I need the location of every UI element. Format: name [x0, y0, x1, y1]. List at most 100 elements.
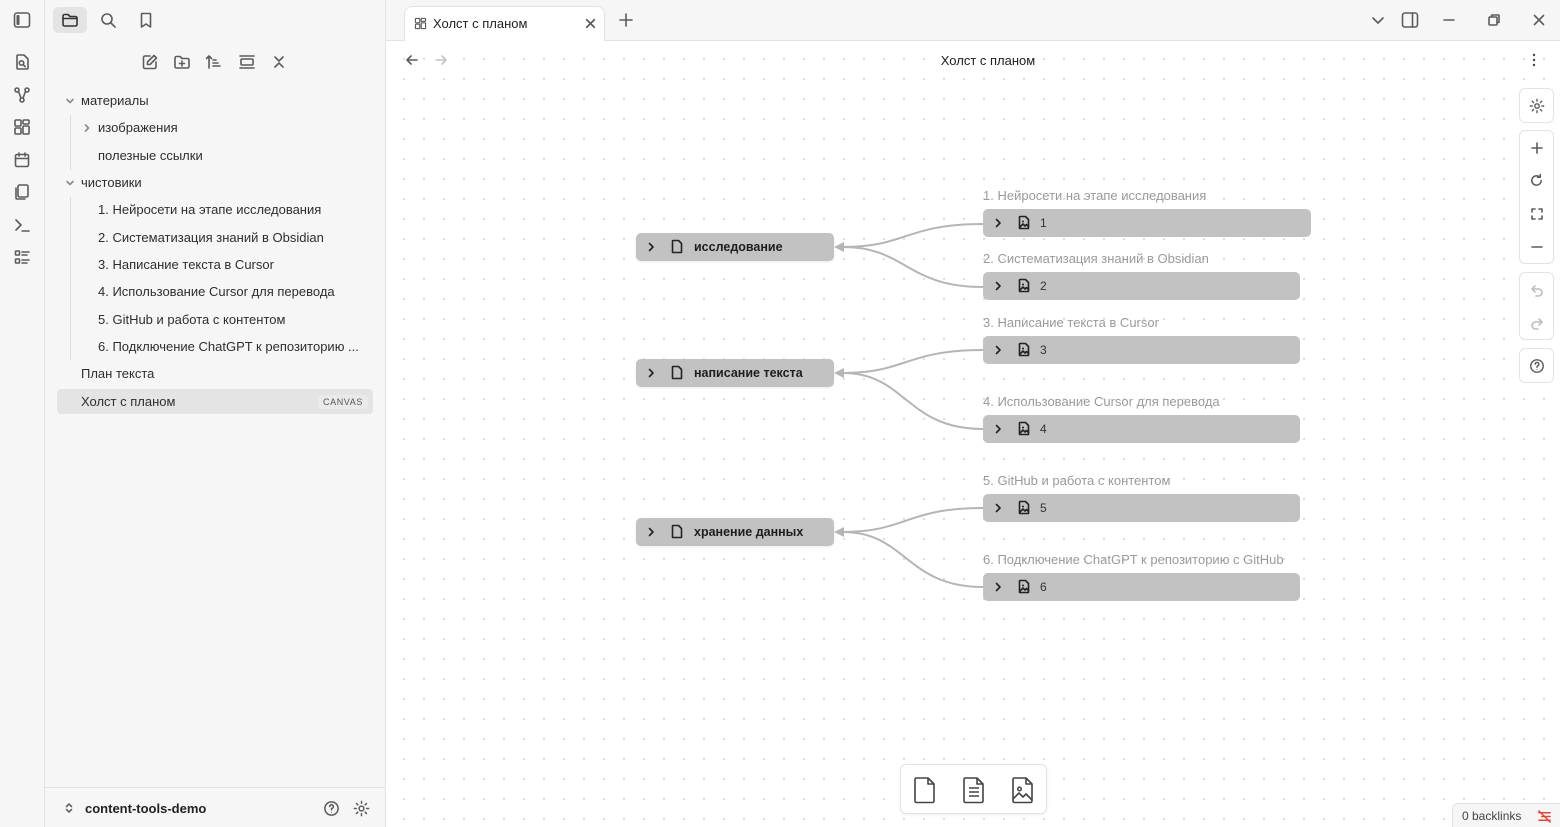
canvas-node-research[interactable]: исследование	[636, 233, 834, 261]
file-useful-links[interactable]: полезные ссылки	[98, 148, 203, 163]
daily-notes-icon[interactable]	[12, 150, 32, 170]
file-item[interactable]: 2. Систематизация знаний в Obsidian	[98, 230, 324, 245]
undo-icon[interactable]	[1520, 273, 1553, 306]
toggle-sidebar-icon[interactable]	[12, 10, 32, 30]
chevron-right-icon[interactable]	[992, 217, 1004, 229]
file-canvas-active[interactable]: Холст с планом CANVAS	[57, 389, 373, 414]
zoom-to-fit-icon[interactable]	[1520, 197, 1553, 230]
tab-list-chevron-icon[interactable]	[1367, 10, 1389, 30]
canvas-icon[interactable]	[12, 117, 32, 137]
file-plan[interactable]: План текста	[81, 366, 155, 381]
edge[interactable]	[842, 531, 984, 588]
file-item[interactable]: 1. Нейросети на этапе исследования	[98, 202, 322, 217]
search-tab-icon[interactable]	[91, 7, 125, 33]
canvas-card-toolbar	[900, 764, 1047, 814]
chevron-right-icon[interactable]	[645, 367, 657, 379]
back-arrow-icon[interactable]	[404, 52, 420, 68]
new-folder-icon[interactable]	[171, 51, 193, 73]
restore-icon[interactable]	[1483, 10, 1505, 30]
image-file-icon	[1018, 421, 1030, 436]
add-card-icon[interactable]	[909, 774, 941, 806]
new-tab-icon[interactable]	[615, 10, 637, 30]
chevron-right-icon[interactable]	[992, 280, 1004, 292]
canvas-file-node-3[interactable]: 3	[983, 336, 1300, 364]
file-node-title: 2. Систематизация знаний в Obsidian	[983, 251, 1209, 266]
folder-materials[interactable]: материалы	[62, 89, 372, 113]
collapse-all-icon[interactable]	[236, 51, 258, 73]
canvas-file-node-5[interactable]: 5	[983, 494, 1300, 522]
chevron-right-icon[interactable]	[645, 241, 657, 253]
add-media-icon[interactable]	[1007, 774, 1039, 806]
canvas-file-node-6[interactable]: 6	[983, 573, 1300, 601]
file-item[interactable]: 6. Подключение ChatGPT к репозиторию ...	[98, 339, 359, 354]
file-node-title: 6. Подключение ChatGPT к репозиторию с G…	[983, 552, 1284, 567]
canvas-node-storage[interactable]: хранение данных	[636, 518, 834, 546]
close-window-icon[interactable]	[1528, 10, 1550, 30]
vault-name[interactable]: content-tools-demo	[85, 801, 207, 816]
indent-guide	[70, 197, 71, 360]
folder-label: чистовики	[81, 175, 142, 190]
file-node-title: 5. GitHub и работа с контентом	[983, 473, 1171, 488]
reset-zoom-icon[interactable]	[1520, 164, 1553, 197]
minimize-icon[interactable]	[1438, 10, 1460, 30]
folder-drafts[interactable]: чистовики	[62, 171, 372, 195]
canvas-edges	[834, 223, 984, 588]
canvas-help-icon[interactable]	[1520, 349, 1553, 382]
bases-icon[interactable]	[12, 247, 32, 267]
folder-images[interactable]: изображения	[79, 116, 372, 140]
canvas-file-node-2[interactable]: 2	[983, 272, 1300, 300]
add-note-icon[interactable]	[958, 774, 990, 806]
edge[interactable]	[842, 507, 984, 533]
edge[interactable]	[842, 349, 984, 374]
forward-arrow-icon[interactable]	[433, 52, 449, 68]
file-item[interactable]: 5. GitHub и работа с контентом	[98, 312, 286, 327]
tab-bar: Холст с планом	[386, 0, 1560, 41]
canvas-view[interactable]: Холст с планом исследование написание те…	[386, 41, 1560, 827]
history-controls-group	[1519, 272, 1554, 340]
templates-icon[interactable]	[12, 182, 32, 202]
file-item[interactable]: 4. Использование Cursor для перевода	[98, 284, 335, 299]
canvas-settings-icon[interactable]	[1520, 89, 1553, 122]
help-icon[interactable]	[323, 800, 340, 817]
indent-guide	[70, 115, 71, 170]
command-palette-icon[interactable]	[12, 215, 32, 235]
canvas-settings-group	[1519, 88, 1554, 123]
bookmarks-tab-icon[interactable]	[129, 7, 163, 33]
new-note-icon[interactable]	[139, 51, 161, 73]
settings-icon[interactable]	[353, 800, 370, 817]
sync-error-icon[interactable]	[1537, 809, 1552, 824]
files-tab-icon[interactable]	[53, 7, 87, 33]
chevron-right-icon[interactable]	[645, 526, 657, 538]
file-node-title: 3. Написание текста в Cursor	[983, 315, 1159, 330]
open-quick-switcher-icon[interactable]	[12, 52, 32, 72]
canvas-file-node-4[interactable]: 4	[983, 415, 1300, 443]
image-file-icon	[1018, 342, 1030, 357]
canvas-node-writing[interactable]: написание текста	[636, 359, 834, 387]
tab-canvas[interactable]: Холст с планом	[404, 6, 605, 41]
zoom-out-icon[interactable]	[1520, 230, 1553, 263]
file-node-label: 4	[1040, 422, 1047, 436]
chevron-right-icon[interactable]	[992, 502, 1004, 514]
chevron-right-icon[interactable]	[992, 581, 1004, 593]
chevron-right-icon[interactable]	[992, 423, 1004, 435]
toggle-right-sidebar-icon[interactable]	[1399, 10, 1421, 30]
file-item[interactable]: 3. Написание текста в Cursor	[98, 257, 274, 272]
close-icon[interactable]	[268, 51, 290, 73]
chevron-up-down-icon[interactable]	[63, 802, 75, 814]
edge[interactable]	[842, 223, 984, 248]
canvas-file-node-1[interactable]: 1	[983, 209, 1311, 237]
more-options-icon[interactable]	[1526, 52, 1542, 68]
node-label: исследование	[694, 240, 783, 254]
edge-arrowhead	[834, 527, 844, 537]
edge[interactable]	[842, 372, 984, 430]
zoom-in-icon[interactable]	[1520, 131, 1553, 164]
chevron-right-icon[interactable]	[992, 344, 1004, 356]
sort-icon[interactable]	[203, 51, 225, 73]
graph-view-icon[interactable]	[12, 85, 32, 105]
backlinks-count[interactable]: 0 backlinks	[1462, 809, 1522, 823]
node-label: написание текста	[694, 366, 803, 380]
close-tab-icon[interactable]	[584, 17, 597, 30]
canvas-icon	[414, 17, 427, 30]
redo-icon[interactable]	[1520, 306, 1553, 339]
edge[interactable]	[842, 246, 984, 288]
